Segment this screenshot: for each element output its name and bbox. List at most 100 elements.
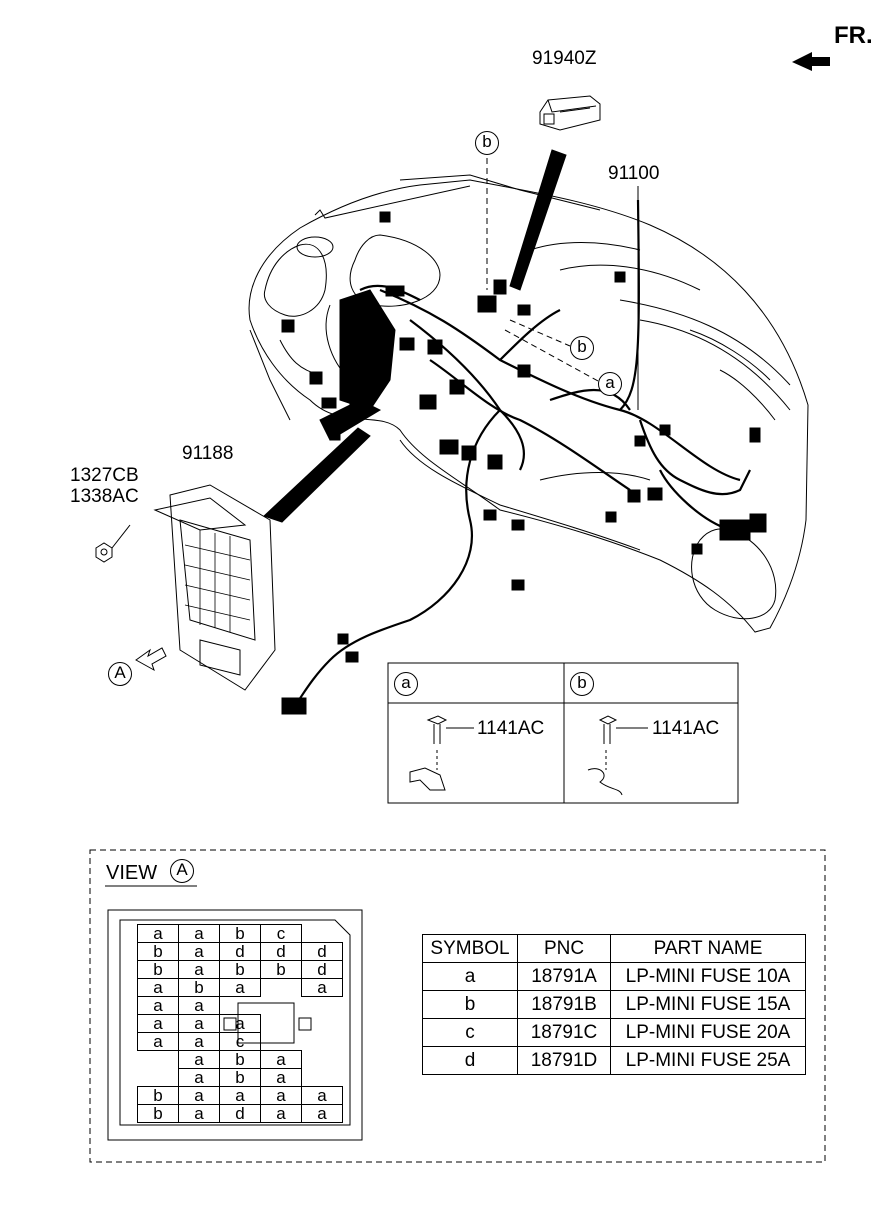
fuse-slot <box>261 997 302 1015</box>
callout-b-top: b <box>475 131 499 155</box>
fuse-slot <box>138 1069 179 1087</box>
symbol-cell: b <box>422 990 518 1019</box>
fuse-slot: a <box>260 1050 302 1069</box>
bolt-b-icon <box>587 715 648 796</box>
junction-box-part <box>153 484 276 691</box>
view-ref-circle: A <box>170 859 194 883</box>
fuse-slot: a <box>178 996 220 1015</box>
fuse-slot <box>302 1033 343 1051</box>
fuse-slot: b <box>137 1086 179 1105</box>
pnc-cell: 18791D <box>517 1046 611 1075</box>
part-name-cell: LP-MINI FUSE 25A <box>610 1046 806 1075</box>
symbol-table-header: SYMBOL PNC PART NAME <box>422 934 806 963</box>
callout-view-a: A <box>108 662 132 686</box>
fuse-slot: a <box>137 1032 179 1051</box>
fuse-slot: a <box>260 1104 302 1123</box>
fuse-symbol-table: SYMBOL PNC PART NAME a 18791A LP-MINI FU… <box>422 934 806 1075</box>
pnc-cell: 18791A <box>517 962 611 991</box>
fuse-slot: a <box>178 1104 220 1123</box>
part-label-junction-box: 91188 <box>182 443 234 464</box>
fuse-slot: a <box>178 1068 220 1087</box>
fuse-slot: b <box>219 924 261 943</box>
part-label-bolt-a: 1141AC <box>477 718 545 739</box>
fuse-slot <box>302 925 343 943</box>
fuse-slot: b <box>178 978 220 997</box>
fuse-slot: a <box>178 1086 220 1105</box>
callout-a-right: a <box>598 372 622 396</box>
detail-a-header: a <box>394 672 418 696</box>
header-symbol: SYMBOL <box>422 934 518 963</box>
part-label-nut-2: 1338AC <box>70 486 139 507</box>
fuse-slot: b <box>137 1104 179 1123</box>
callout-b-right: b <box>570 336 594 360</box>
fuse-slot: a <box>137 924 179 943</box>
fuse-slot: a <box>219 978 261 997</box>
table-row: d 18791D LP-MINI FUSE 25A <box>422 1046 806 1075</box>
part-name-cell: LP-MINI FUSE 15A <box>610 990 806 1019</box>
fuse-box-outline <box>107 909 363 1141</box>
fuse-slot: a <box>301 1104 343 1123</box>
front-arrow-icon <box>792 52 830 71</box>
symbol-cell: d <box>422 1046 518 1075</box>
part-label-main-harness: 91100 <box>608 163 660 184</box>
fuse-slot <box>138 1051 179 1069</box>
table-row: b 18791B LP-MINI FUSE 15A <box>422 990 806 1019</box>
fuse-slot: a <box>178 1032 220 1051</box>
fuse-slot: b <box>219 1050 261 1069</box>
front-direction-label: FR. <box>834 22 873 49</box>
relay-part <box>539 95 601 131</box>
detail-b-header: b <box>570 672 594 696</box>
bolt-a-icon <box>409 715 474 791</box>
fuse-slot: a <box>260 1086 302 1105</box>
table-row: a 18791A LP-MINI FUSE 10A <box>422 962 806 991</box>
fuse-slot: d <box>301 942 343 961</box>
fuse-slot: a <box>178 960 220 979</box>
fuse-slot <box>261 1015 302 1033</box>
fuse-slot: b <box>260 960 302 979</box>
fuse-slot: a <box>137 996 179 1015</box>
dashboard-outline <box>248 179 809 633</box>
fuse-slot <box>302 1015 343 1033</box>
table-row: c 18791C LP-MINI FUSE 20A <box>422 1018 806 1047</box>
fuse-slot: a <box>219 1086 261 1105</box>
nut-icon <box>95 542 113 563</box>
fuse-slot <box>220 997 261 1015</box>
fuse-slot: d <box>301 960 343 979</box>
part-label-relay: 91940Z <box>532 48 597 69</box>
header-pnc: PNC <box>517 934 611 963</box>
fuse-slot: a <box>178 942 220 961</box>
fuse-slot: a <box>178 924 220 943</box>
fuse-slot: a <box>137 1014 179 1033</box>
fuse-slot: a <box>301 1086 343 1105</box>
part-label-bolt-b: 1141AC <box>652 718 720 739</box>
fuse-slot: d <box>260 942 302 961</box>
fuse-slot: b <box>137 942 179 961</box>
view-arrow-icon <box>135 647 167 672</box>
fuse-slot: a <box>260 1068 302 1087</box>
fuse-slot: a <box>178 1050 220 1069</box>
fuse-slot <box>261 1033 302 1051</box>
fuse-slot: c <box>219 1032 261 1051</box>
fuse-slot <box>302 997 343 1015</box>
fuse-slot: b <box>137 960 179 979</box>
fuse-slot <box>302 1051 343 1069</box>
detail-box <box>387 662 739 804</box>
fuse-slot: a <box>219 1014 261 1033</box>
fuse-slot: d <box>219 1104 261 1123</box>
symbol-cell: a <box>422 962 518 991</box>
fuse-slot: d <box>219 942 261 961</box>
symbol-cell: c <box>422 1018 518 1047</box>
fuse-slot: a <box>137 978 179 997</box>
fuse-slot <box>302 1069 343 1087</box>
